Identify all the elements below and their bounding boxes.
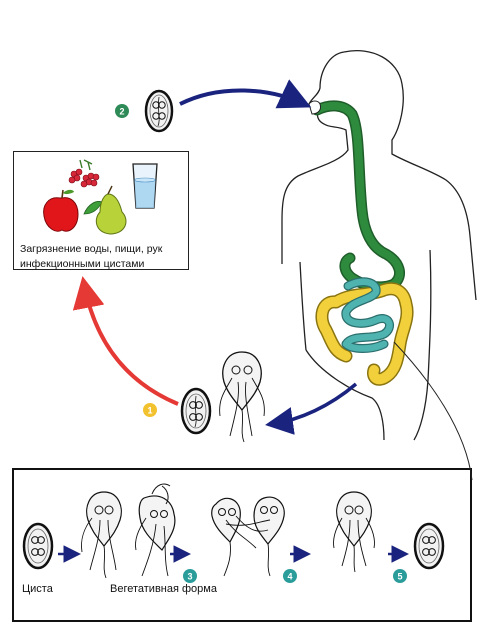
intestine-to-lifecycle-line	[393, 341, 473, 481]
contamination-line-1: Загрязнение воды, пищи, рук	[20, 243, 163, 255]
step-number-1: 1	[147, 406, 152, 416]
cyst-label: Циста	[22, 583, 53, 595]
raspberries-icon	[68, 159, 100, 188]
esophagus-stomach	[308, 100, 406, 293]
lifecycle-box	[12, 468, 472, 622]
trophozoite-dividing-1	[135, 483, 176, 577]
step-number-5: 5	[397, 572, 402, 582]
apple-icon	[43, 189, 79, 232]
step-number-4: 4	[287, 572, 292, 582]
water-glass-icon	[132, 163, 158, 209]
contamination-caption: Загрязнение воды, пищи, рук инфекционным…	[20, 242, 186, 272]
step-number-2: 2	[119, 107, 124, 117]
arrow-cyst-to-mouth	[179, 79, 312, 109]
trophozoite-2	[333, 491, 375, 573]
arrow-excreted-to-contamination	[72, 276, 179, 406]
step-badge-5: 5	[393, 569, 407, 583]
trophozoite-dividing-2	[211, 496, 285, 577]
vegetative-form-label: Вегетативная форма	[110, 583, 217, 595]
step-number-3: 3	[187, 572, 192, 582]
pear-icon	[95, 185, 127, 235]
trophozoite-1	[81, 491, 122, 579]
trophozoite-in-host	[219, 351, 265, 443]
step-badge-3: 3	[183, 569, 197, 583]
small-intestine	[341, 277, 394, 353]
step-badge-2: 2	[115, 104, 129, 118]
contamination-line-2: инфекционными цистами	[20, 258, 145, 270]
lifecycle-cyst-start	[22, 522, 54, 570]
cyst-excreted	[180, 387, 212, 435]
cyst-ingested	[144, 89, 174, 133]
step-badge-1: 1	[143, 403, 157, 417]
contamination-box: Загрязнение воды, пищи, рук инфекционным…	[13, 151, 189, 270]
human-body-outline	[281, 50, 477, 441]
arrow-body-to-excreted-cyst	[265, 382, 358, 435]
step-badge-4: 4	[283, 569, 297, 583]
lifecycle-cyst-end	[413, 522, 445, 570]
